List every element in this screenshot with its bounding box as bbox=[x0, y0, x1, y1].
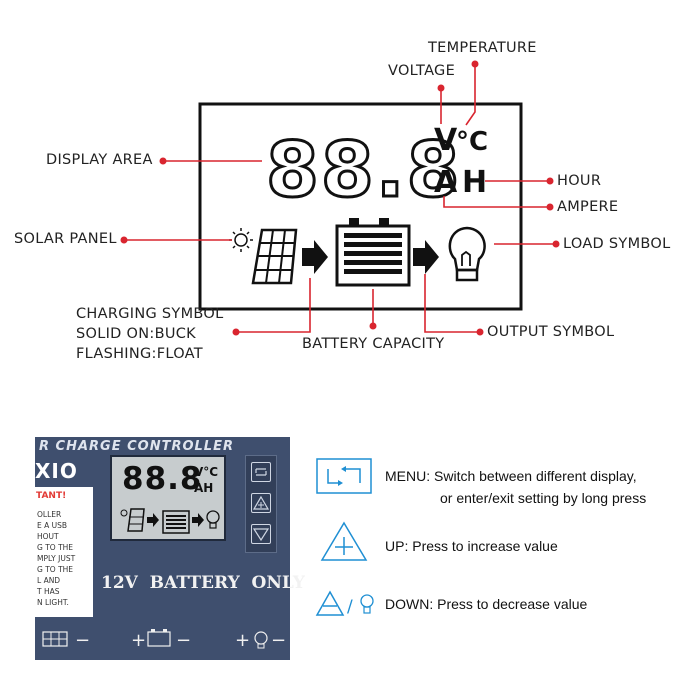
sun-icon bbox=[229, 228, 253, 252]
mini-lcd-unit-bottom: AH bbox=[194, 481, 214, 495]
menu-legend-desc-1: Switch between different display, bbox=[434, 468, 637, 484]
panel-title: R CHARGE CONTROLLER bbox=[39, 439, 234, 454]
mini-lcd: 88.8 V°C AH bbox=[110, 455, 226, 541]
up-legend-title: UP: bbox=[385, 538, 409, 554]
unit-voltage: V bbox=[434, 123, 458, 158]
label-flashing-float: FLASHING:FLOAT bbox=[76, 346, 203, 362]
terminal-row: − + − + − bbox=[42, 629, 286, 651]
up-triangle-icon bbox=[252, 495, 270, 510]
label-load-symbol: LOAD SYMBOL bbox=[563, 236, 671, 252]
warning-text: OLLER E A USB HOUT G TO THE MPLY JUST G … bbox=[37, 510, 76, 607]
display-digits: 88.8 bbox=[266, 125, 462, 214]
menu-legend-icon bbox=[316, 458, 372, 494]
mini-lcd-icons bbox=[120, 508, 220, 534]
menu-legend-title: MENU: bbox=[385, 468, 431, 484]
down-triangle-icon bbox=[252, 528, 270, 542]
label-output-symbol: OUTPUT SYMBOL bbox=[487, 324, 615, 340]
label-display-area: DISPLAY AREA bbox=[46, 152, 153, 168]
battery-icon bbox=[335, 218, 411, 287]
label-temperature: TEMPERATURE bbox=[428, 40, 537, 56]
label-charging-symbol: CHARGING SYMBOL bbox=[76, 306, 224, 322]
up-legend-desc: Press to increase value bbox=[412, 538, 558, 554]
down-legend-title: DOWN: bbox=[385, 596, 434, 612]
label-battery-capacity: BATTERY CAPACITY bbox=[302, 336, 445, 352]
label-voltage: VOLTAGE bbox=[388, 63, 456, 79]
panel-brand: XIO bbox=[35, 459, 78, 483]
warning-title: TANT! bbox=[36, 491, 67, 501]
terminal-minus-2: − bbox=[176, 630, 191, 651]
solar-panel-icon bbox=[251, 228, 298, 285]
down-legend-text: DOWN: Press to decrease value bbox=[385, 596, 587, 612]
up-legend-text: UP: Press to increase value bbox=[385, 538, 558, 554]
bulb-icon bbox=[448, 226, 486, 282]
leader-dots bbox=[120, 60, 560, 336]
up-legend-icon bbox=[320, 521, 368, 561]
label-solar-panel: SOLAR PANEL bbox=[14, 231, 117, 247]
battery-only-label: 12V BATTERY ONLY bbox=[101, 573, 305, 593]
terminal-plus-3: + bbox=[235, 630, 250, 651]
charging-arrow-icon bbox=[302, 240, 328, 274]
lcd-diagram: 88.8 V °C A H bbox=[120, 60, 560, 336]
label-hour: HOUR bbox=[557, 173, 602, 189]
controller-panel: R CHARGE CONTROLLER XIO TANT! OLLER E A … bbox=[35, 437, 305, 660]
mini-lcd-digits: 88.8 bbox=[122, 461, 203, 497]
button-column bbox=[245, 455, 277, 553]
unit-hour: H bbox=[462, 165, 487, 200]
down-legend-desc: Press to decrease value bbox=[437, 596, 588, 612]
leader-lines bbox=[124, 64, 556, 333]
down-legend-slash: / bbox=[347, 597, 353, 617]
label-ampere: AMPERE bbox=[557, 199, 619, 215]
output-arrow-icon bbox=[413, 240, 439, 274]
menu-icon bbox=[255, 468, 267, 476]
terminal-minus-1: − bbox=[75, 630, 90, 651]
mini-lcd-unit-top: V°C bbox=[194, 465, 219, 479]
menu-legend-desc-2: or enter/exit setting by long press bbox=[440, 490, 647, 506]
label-solid-on-buck: SOLID ON:BUCK bbox=[76, 326, 196, 342]
warning-box: TANT! OLLER E A USB HOUT G TO THE MPLY J… bbox=[35, 487, 93, 617]
menu-legend-text: MENU: Switch between different display, bbox=[385, 468, 637, 484]
unit-temperature: °C bbox=[456, 127, 488, 157]
up-button[interactable] bbox=[251, 493, 271, 513]
terminal-plus-2: + bbox=[131, 630, 146, 651]
terminal-minus-3: − bbox=[271, 630, 286, 651]
down-button[interactable] bbox=[251, 524, 271, 544]
down-legend-icon: / bbox=[315, 590, 374, 617]
unit-ampere: A bbox=[434, 165, 458, 200]
menu-button[interactable] bbox=[251, 462, 271, 482]
